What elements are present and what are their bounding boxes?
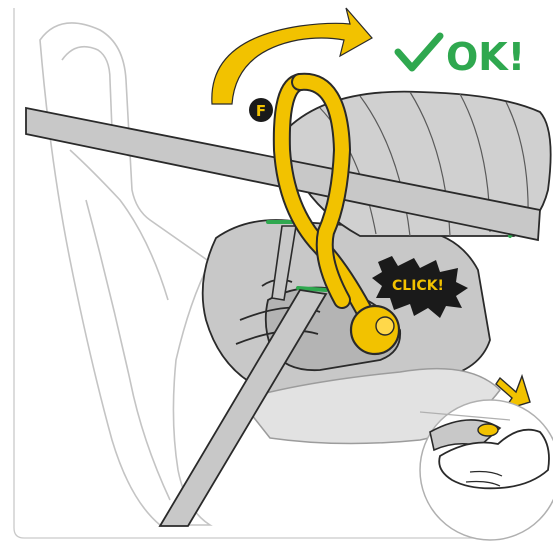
detail-inset	[420, 400, 553, 540]
marker-f-label: F	[256, 102, 266, 120]
marker-f: F	[249, 98, 273, 122]
click-label: CLICK!	[392, 278, 444, 294]
checkmark-icon	[398, 36, 440, 68]
seat-back	[40, 23, 210, 525]
inset-release-button	[478, 424, 498, 436]
ok-label: OK!	[446, 35, 525, 79]
vehicle-seat	[40, 23, 210, 525]
ok-indicator: OK!	[398, 35, 525, 79]
